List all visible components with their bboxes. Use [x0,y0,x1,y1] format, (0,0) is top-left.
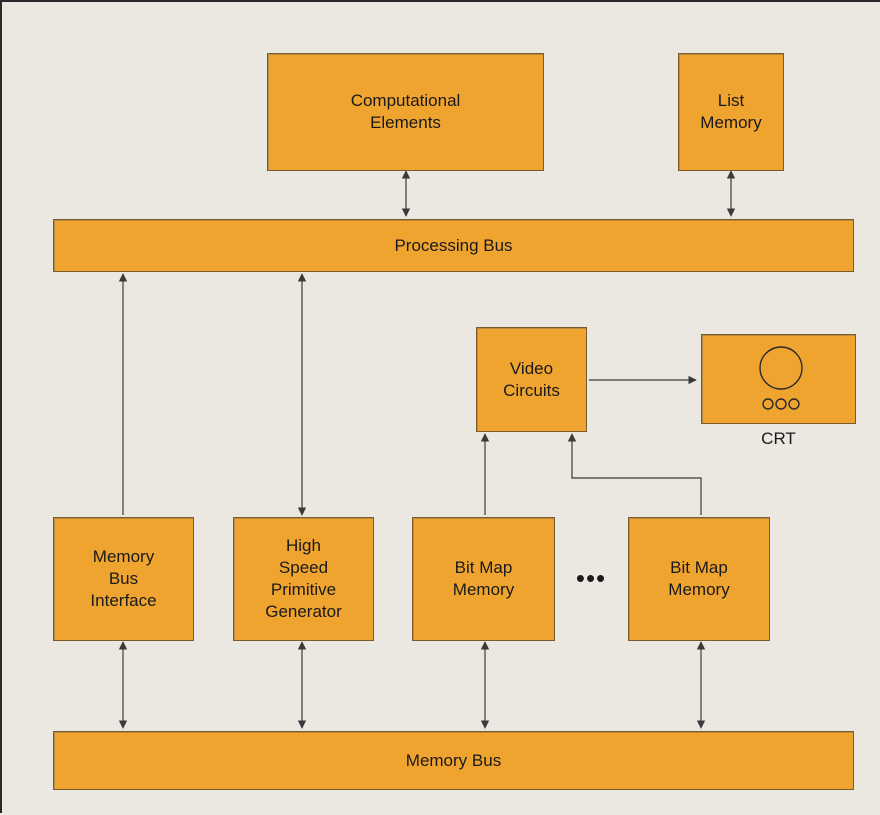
crt-label: CRT [761,429,796,448]
memory-bus-interface-block: Memory Bus Interface [53,517,194,641]
computational-elements-block: Computational Elements [267,53,544,171]
bit-map-memory-block-2: Bit Map Memory [628,517,770,641]
memory-bus: Memory Bus [53,731,854,790]
crt-screen-icon [759,346,803,410]
high-speed-primitive-generator-block: High Speed Primitive Generator [233,517,374,641]
bit-map-memory-block-1: Bit Map Memory [412,517,555,641]
arrow-bitmap2-video [567,433,702,515]
processing-bus: Processing Bus [53,219,854,272]
list-memory-block: List Memory [678,53,784,171]
ellipsis-dots: ••• [575,563,607,593]
crt-block [701,334,856,424]
video-circuits-block: Video Circuits [476,327,587,432]
